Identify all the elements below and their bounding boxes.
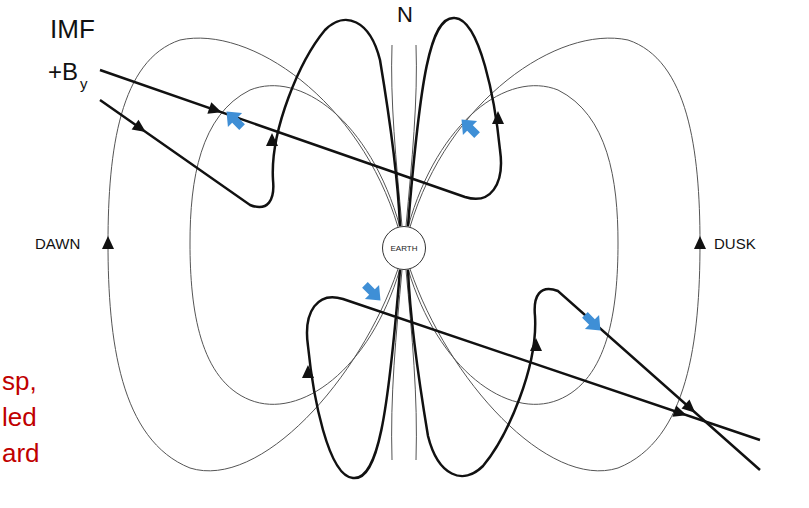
direction-label: DAWN [35,236,80,251]
reconnected-field-lines [100,18,760,478]
imf-field-line [100,18,501,226]
flow-arrow [358,278,388,308]
arrowhead [207,102,223,118]
arrowhead [102,236,114,249]
pole-label: N [397,4,413,26]
flow-arrow [219,104,249,134]
arrowhead [132,120,150,137]
imf-field-line [408,270,760,476]
imf-field-line [307,270,760,478]
dawn-field-line [108,38,398,471]
subscript-label: y [80,76,88,91]
slide-text-fragment: led [2,404,37,430]
node-label: EARTH [391,244,418,253]
arrowhead [530,338,542,351]
flow-arrow [578,308,608,338]
slide-text-fragment: sp, [2,368,37,394]
dawn-inner-field-line [190,86,400,405]
arrowhead [492,111,504,124]
arrowhead [682,400,700,418]
flow-arrows [219,104,607,337]
flow-arrow [454,112,484,142]
arrowhead [694,236,706,249]
field-label: IMF [50,16,95,42]
direction-label: DUSK [714,236,756,251]
polar-field-line [392,45,402,226]
field-label: +B [48,60,78,84]
earth-circle: EARTH [382,226,426,270]
polar-field-line [406,270,416,460]
arrowhead [302,365,314,378]
field-direction-arrowheads [102,102,706,421]
imf-field-line [100,20,400,226]
arrowhead [266,133,278,146]
slide-text-fragment: ard [2,440,40,466]
